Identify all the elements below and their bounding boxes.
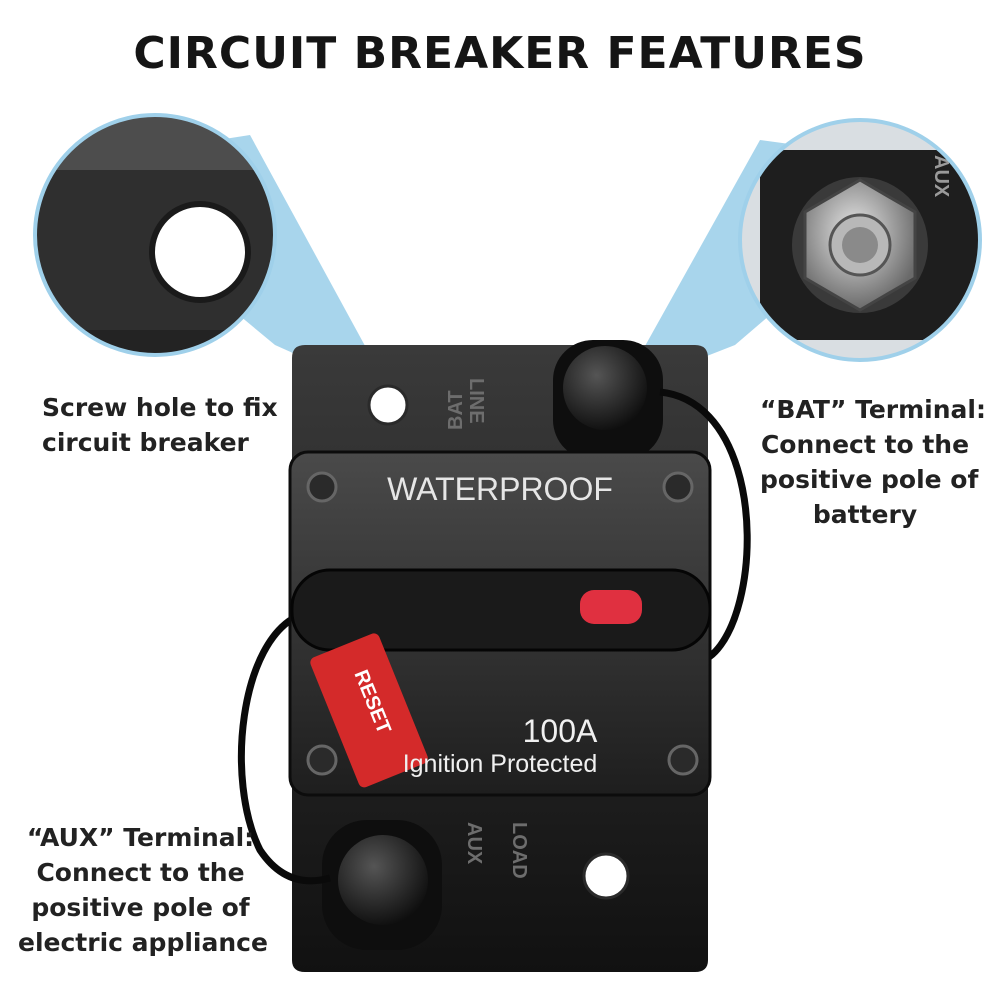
screw-hole-caption: Screw hole to fix circuit breaker [42,390,278,460]
waterproof-label: WATERPROOF [387,471,613,507]
cover-screw-top-right [662,471,694,503]
screw-hole-top [367,384,409,426]
aux-stamp: AUX [463,822,485,865]
trip-indicator [580,590,642,624]
caption-line: Screw hole to fix [42,393,278,422]
line-stamp: LINE [465,378,487,424]
page-title: CIRCUIT BREAKER FEATURES [133,28,867,79]
load-stamp: LOAD [508,822,530,879]
caption-line: “AUX” Terminal: [26,823,255,852]
zoom-bat-terminal: AUX [738,118,982,362]
caption-line: circuit breaker [42,428,249,457]
rating-label: 100A [523,713,598,749]
caption-line: positive pole of [760,465,979,494]
cover-screw-top-left [306,471,338,503]
caption-line: electric appliance [18,928,268,957]
zoom-screw-hole [33,113,277,357]
aux-terminal-caption: “AUX” Terminal: Connect to the positive … [18,820,268,960]
bat-terminal-caption: “BAT” Terminal: Connect to the positive … [760,392,986,532]
bat-stamp: BAT [445,390,467,430]
reset-lever [290,568,712,652]
zoom-aux-stamp: AUX [930,155,952,198]
caption-line: Connect to the [760,430,970,459]
aux-tether-strap [237,611,331,885]
reset-button: RESET [310,633,428,788]
screw-hole-bottom [582,852,630,900]
caption-line: “BAT” Terminal: [760,395,986,424]
front-cover: WATERPROOF RESET 100A Ignition Protected [288,450,712,797]
aux-terminal-cap [338,835,428,925]
caption-line: battery [812,500,918,529]
bat-terminal-cap [563,346,647,430]
cover-screw-bottom-right [667,744,699,776]
bat-terminal [553,340,663,460]
ignition-label: Ignition Protected [403,750,598,778]
aux-terminal [322,820,442,950]
bat-tether-strap [659,388,751,664]
caption-line: positive pole of [31,893,250,922]
cover-screw-bottom-left [306,744,338,776]
caption-line: Connect to the [36,858,245,887]
